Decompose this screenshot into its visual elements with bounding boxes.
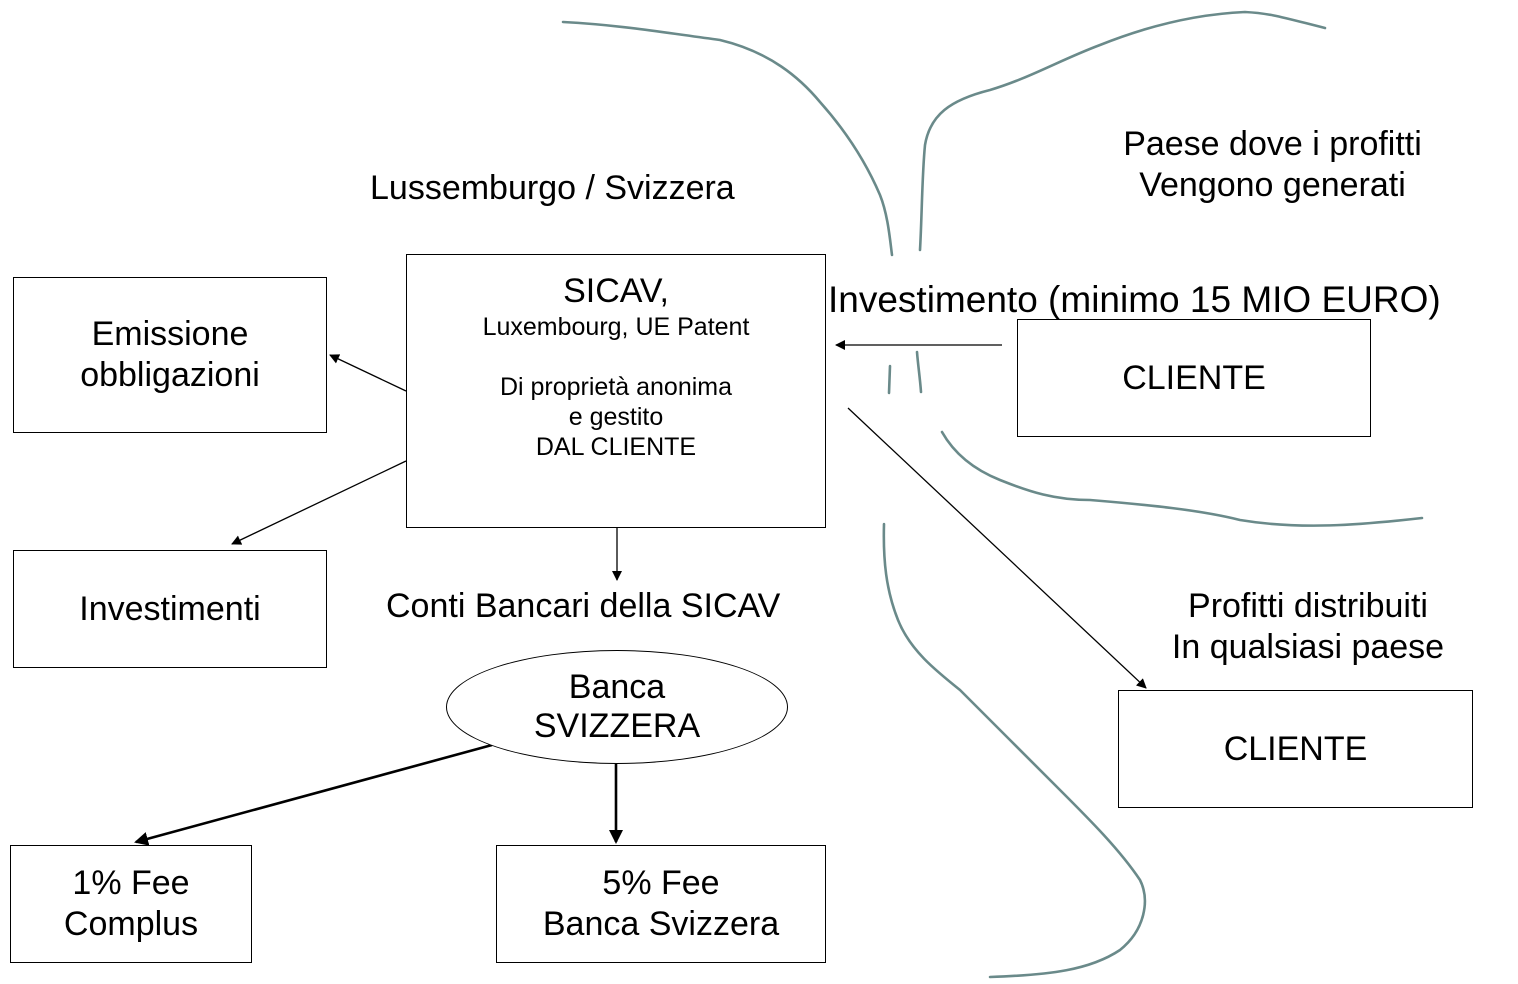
label-profit-country-line2: Vengono generati — [1139, 165, 1406, 204]
client-box-bottom-label: CLIENTE — [1223, 729, 1368, 768]
fee-complus-box: 1% Fee Complus — [10, 845, 252, 963]
border-line-lower — [882, 522, 1147, 979]
fee-complus-line1: 1% Fee — [72, 864, 190, 903]
client-box-top: CLIENTE — [1017, 319, 1371, 437]
label-investment-flow: Investimento (minimo 15 MIO EURO) — [828, 279, 1441, 320]
border-line-mid-right-tick — [915, 350, 923, 394]
label-distribution-line1: Profitti distribuiti — [1188, 587, 1428, 625]
bank-ellipse-line1: Banca — [568, 668, 666, 706]
sicav-subtitle: Luxembourg, UE Patent — [482, 312, 750, 341]
border-line-upper-right — [918, 10, 1327, 252]
sicav-ownership-line1: Di proprietà anonima — [499, 372, 733, 401]
fee-bank-box: 5% Fee Banca Svizzera — [496, 845, 826, 963]
fee-complus-line2: Complus — [63, 905, 199, 943]
border-line-mid-left-tick — [887, 364, 892, 395]
arrow-sicav-to-investments — [231, 460, 407, 545]
arrow-sicav-to-client-bottom — [847, 407, 1147, 689]
label-bank-accounts: Conti Bancari della SICAV — [386, 587, 781, 625]
investments-box: Investimenti — [13, 550, 327, 668]
bonds-box-line2: obbligazioni — [80, 356, 260, 394]
bank-ellipse-line2: SVIZZERA — [533, 707, 701, 745]
border-line-right-lower — [940, 430, 1424, 527]
label-profit-country-line1: Paese dove i profitti — [1123, 125, 1422, 163]
sicav-ownership-line2: e gestito — [568, 402, 664, 431]
investments-box-label: Investimenti — [79, 589, 261, 628]
label-profit-country: Paese dove i profitti Vengono generati — [1080, 124, 1465, 206]
label-distribution: Profitti distribuiti In qualsiasi paese — [1138, 586, 1478, 668]
fee-bank-line2: Banca Svizzera — [542, 905, 780, 943]
bank-ellipse: Banca SVIZZERA — [446, 650, 788, 764]
fee-bank-line1: 5% Fee — [602, 864, 720, 903]
client-box-top-label: CLIENTE — [1122, 358, 1266, 397]
arrow-sicav-to-bonds — [329, 354, 407, 392]
bonds-box: Emissione obbligazioni — [13, 277, 327, 433]
bonds-box-line1: Emissione — [91, 315, 249, 354]
sicav-ownership-line3: DAL CLIENTE — [535, 432, 697, 461]
label-left-country: Lussemburgo / Svizzera — [370, 169, 735, 207]
label-distribution-line2: In qualsiasi paese — [1171, 627, 1445, 666]
border-line-upper-left — [561, 20, 894, 257]
sicav-title: SICAV, — [563, 272, 669, 310]
client-box-bottom: CLIENTE — [1118, 690, 1473, 808]
sicav-box: SICAV, Luxembourg, UE Patent Di propriet… — [406, 254, 826, 528]
arrow-bank-to-complus-fee — [134, 743, 493, 846]
